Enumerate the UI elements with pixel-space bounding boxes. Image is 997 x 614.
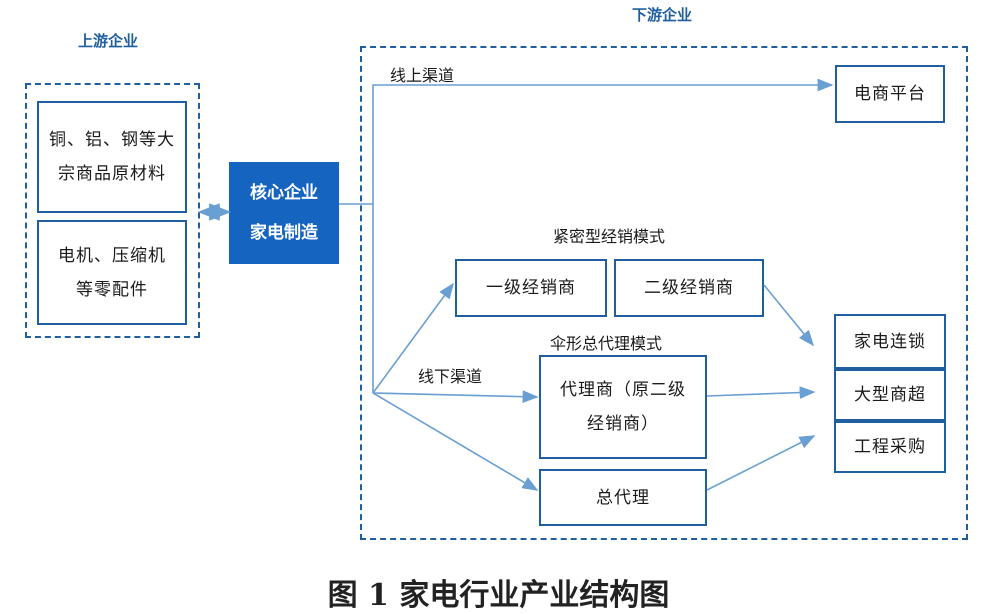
general-agent-box: 总代理 bbox=[539, 469, 707, 526]
downstream-group bbox=[360, 46, 968, 540]
terminal-chain-label: 家电连锁 bbox=[854, 331, 926, 352]
online-channel-arrow bbox=[372, 78, 834, 204]
terminal-procurement-box: 工程采购 bbox=[834, 421, 946, 473]
umbrella-mode-label: 伞形总代理模式 bbox=[550, 334, 663, 353]
level2-dealer-label: 二级经销商 bbox=[644, 278, 734, 298]
components-box: 电机、压缩机等零配件 bbox=[37, 220, 187, 325]
upstream-title: 上游企业 bbox=[78, 32, 139, 50]
components-label: 电机、压缩机等零配件 bbox=[58, 245, 166, 300]
to-general-agent-arrow bbox=[372, 392, 539, 491]
terminal-chain-box: 家电连锁 bbox=[834, 314, 946, 369]
raw-materials-label: 铜、铝、钢等大宗商品原材料 bbox=[49, 130, 175, 184]
agent-to-terminal-arrow bbox=[706, 386, 816, 399]
figure-caption: 图 1 家电行业产业结构图 bbox=[327, 578, 670, 613]
core-line2: 家电制造 bbox=[250, 223, 318, 243]
ecommerce-label: 电商平台 bbox=[854, 84, 926, 104]
general-agent-label: 总代理 bbox=[596, 487, 650, 508]
level2-to-chain-arrow bbox=[763, 284, 815, 347]
agent-label: 代理商（原二级经销商） bbox=[560, 380, 686, 434]
terminal-supermarket-label: 大型商超 bbox=[854, 385, 926, 405]
terminal-supermarket-box: 大型商超 bbox=[834, 369, 946, 421]
raw-materials-box: 铜、铝、钢等大宗商品原材料 bbox=[37, 101, 187, 213]
ecommerce-box: 电商平台 bbox=[835, 65, 945, 123]
to-agent-arrow bbox=[372, 390, 539, 404]
to-level1-arrow bbox=[372, 282, 454, 394]
compact-mode-label: 紧密型经销模式 bbox=[553, 227, 666, 246]
level1-dealer-box: 一级经销商 bbox=[455, 259, 607, 317]
core-enterprise-box: 核心企业 家电制造 bbox=[229, 162, 339, 264]
terminal-procurement-label: 工程采购 bbox=[854, 437, 926, 457]
downstream-title: 下游企业 bbox=[632, 6, 693, 24]
online-channel-label: 线上渠道 bbox=[390, 66, 455, 85]
general-agent-to-terminal-arrow bbox=[706, 435, 816, 491]
agent-box: 代理商（原二级经销商） bbox=[539, 355, 707, 459]
level2-dealer-box: 二级经销商 bbox=[614, 259, 764, 317]
offline-channel-label: 线下渠道 bbox=[418, 367, 483, 386]
level1-dealer-label: 一级经销商 bbox=[486, 278, 576, 298]
core-line1: 核心企业 bbox=[250, 183, 318, 203]
